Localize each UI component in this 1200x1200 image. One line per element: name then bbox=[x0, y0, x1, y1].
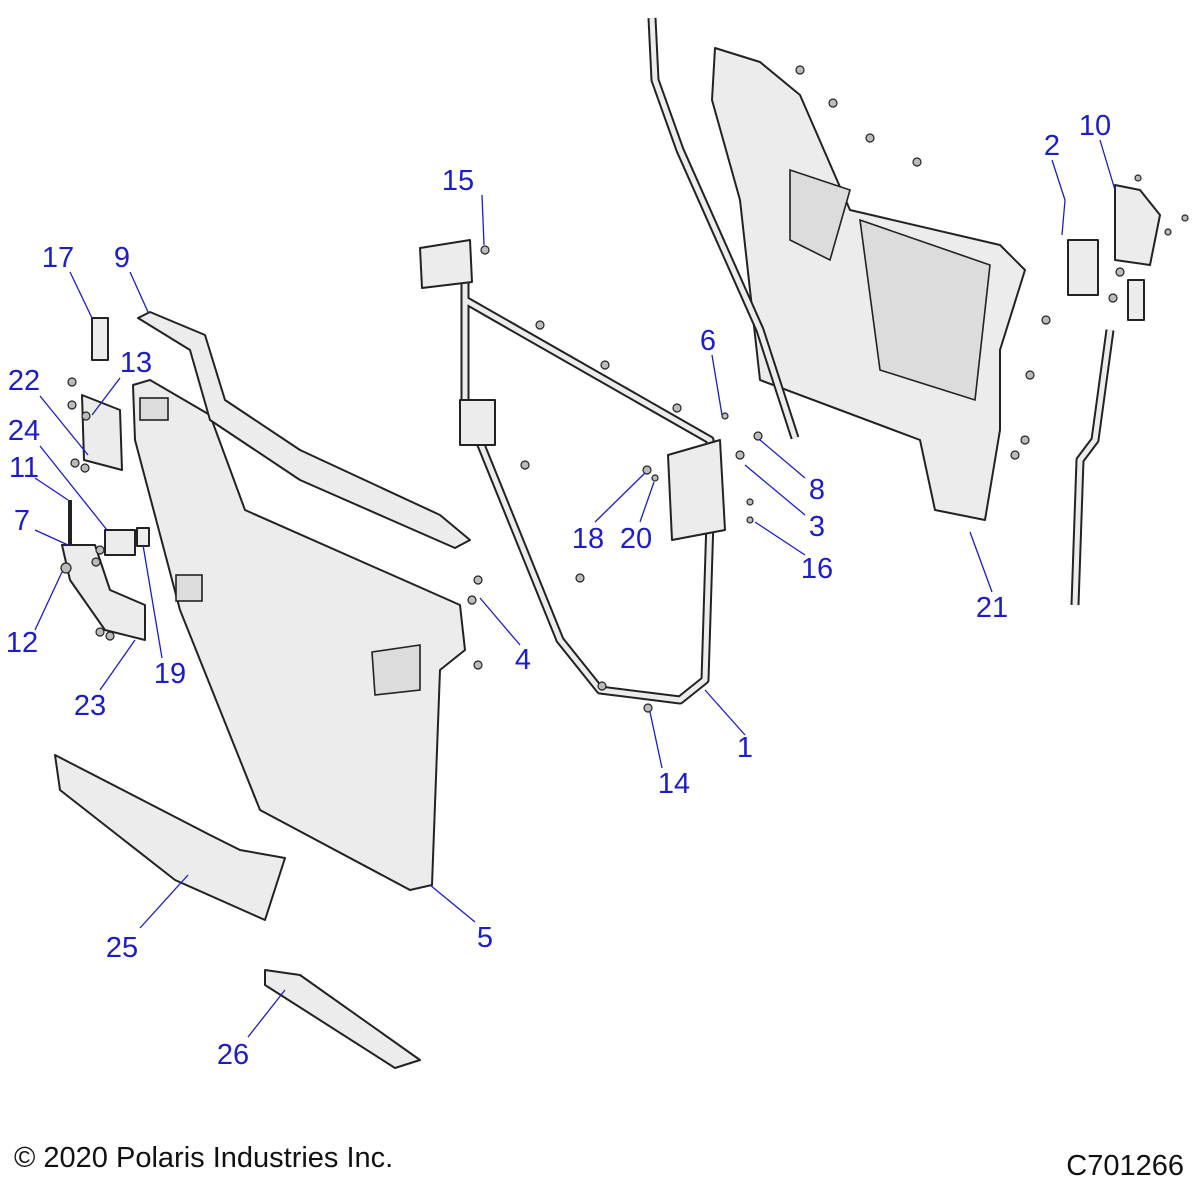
callout-2: 2 bbox=[1044, 130, 1060, 162]
door-handle-recess bbox=[371, 644, 421, 696]
callout-4: 4 bbox=[515, 644, 531, 676]
callout-labels: 1 2 3 4 5 6 7 8 9 10 11 12 13 14 15 16 1… bbox=[6, 110, 1111, 1071]
callout-11: 11 bbox=[9, 452, 39, 484]
striker-plate bbox=[1127, 279, 1145, 321]
callout-18: 18 bbox=[572, 523, 604, 555]
leader-lines bbox=[34, 139, 1116, 1038]
callout-3: 3 bbox=[809, 511, 825, 543]
callout-24: 24 bbox=[8, 415, 40, 447]
callout-25: 25 bbox=[106, 932, 138, 964]
latch-mount-plate bbox=[667, 439, 726, 541]
callout-7: 7 bbox=[14, 505, 30, 537]
callout-6: 6 bbox=[700, 325, 716, 357]
callout-14: 14 bbox=[658, 768, 690, 800]
striker-bracket bbox=[1114, 184, 1161, 266]
upper-hinge-plate bbox=[419, 239, 473, 289]
drawing-number: C701266 bbox=[1066, 1150, 1184, 1182]
callout-8: 8 bbox=[809, 474, 825, 506]
copyright-notice: © 2020 Polaris Industries Inc. bbox=[14, 1142, 394, 1174]
callout-19: 19 bbox=[154, 658, 186, 690]
callout-23: 23 bbox=[74, 690, 106, 722]
lower-hinge-plate bbox=[459, 399, 496, 446]
callout-9: 9 bbox=[114, 242, 130, 274]
callout-13: 13 bbox=[120, 347, 152, 379]
callout-17: 17 bbox=[42, 242, 74, 274]
callout-22: 22 bbox=[8, 365, 40, 397]
hinge-washer bbox=[136, 527, 150, 547]
door-pocket bbox=[175, 574, 203, 602]
door-upper-bar bbox=[137, 311, 471, 549]
callout-15: 15 bbox=[442, 165, 474, 197]
callout-21: 21 bbox=[976, 592, 1008, 624]
callout-5: 5 bbox=[477, 922, 493, 954]
callout-26: 26 bbox=[217, 1039, 249, 1071]
callout-1: 1 bbox=[737, 732, 753, 764]
sill-plate bbox=[264, 969, 421, 1069]
lower-door-trim bbox=[54, 754, 286, 921]
callout-10: 10 bbox=[1079, 110, 1111, 142]
hinge-plate-upper bbox=[81, 394, 123, 471]
callout-20: 20 bbox=[620, 523, 652, 555]
door-grab-pocket bbox=[139, 397, 169, 421]
hinge-spacer bbox=[104, 529, 136, 556]
outer-panel-recess bbox=[789, 168, 991, 402]
upper-hinge-bracket bbox=[91, 317, 109, 361]
lower-hinge-bracket bbox=[61, 544, 146, 641]
callout-12: 12 bbox=[6, 627, 38, 659]
callout-16: 16 bbox=[801, 553, 833, 585]
latch-assembly bbox=[1067, 239, 1099, 296]
fastener-icons bbox=[60, 65, 1189, 713]
